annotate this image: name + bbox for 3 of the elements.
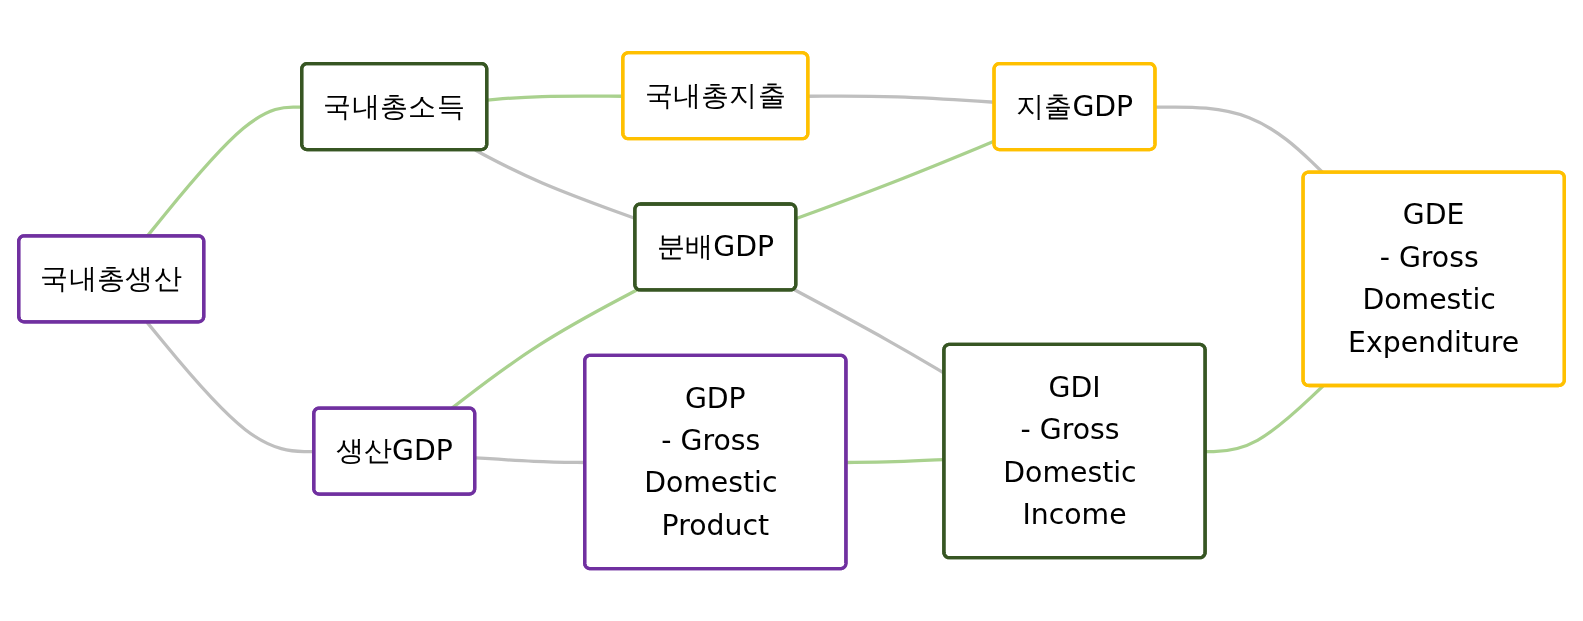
connector: [846, 457, 945, 464]
connector: [474, 148, 636, 220]
connector: [487, 94, 624, 102]
